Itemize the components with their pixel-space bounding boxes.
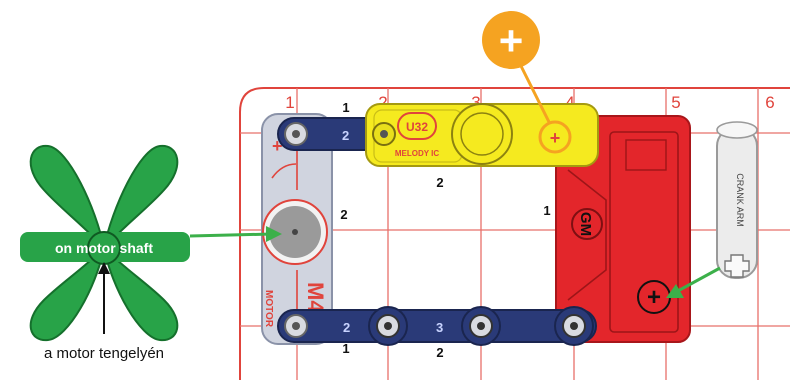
gm-plus-sign: + [647,284,661,311]
motor-sub-label: MOTOR [263,290,274,328]
melody-label: U32 [406,120,428,134]
stack-number-bottom-mid: 2 [436,345,443,360]
gm-part: GM + [555,115,691,343]
board-border [239,87,790,380]
column-label-3: 3 [471,93,480,112]
melody-label-oval [397,112,437,140]
crank-plus-icon [724,254,750,278]
column-label-4: 4 [565,93,574,112]
stack-number-melody-bottom: 2 [436,175,443,190]
bottom-wire-number-left: 2 [343,320,350,335]
top-wire: 2 [277,117,389,151]
column-label-5: 5 [671,93,680,112]
crank-arm: CRANK ARM [716,121,758,279]
fan-caption: a motor tengelyén [44,345,164,362]
melody-plus-highlight [538,120,572,154]
fan-to-motor-arrowhead [266,226,282,242]
melody-ic: U32 MELODY IC + [365,103,599,167]
motor-m4: + MOTOR M4 [261,113,333,345]
stack-number-top-left: 1 [342,100,349,115]
column-label-6: 6 [765,93,774,112]
plus-badge-sign: + [499,17,524,64]
melody-plus-sign: + [550,128,561,148]
bottom-wire-number-mid: 3 [436,320,443,335]
crank-to-gm-arrow [675,266,721,294]
stack-number-right-side: 1 [543,203,550,218]
motor-rotation-arrow-icon [271,163,297,179]
fan-to-motor-arrow [189,232,273,238]
bottom-wire: 2 3 [277,306,597,346]
crank-label: CRANK ARM [735,173,745,227]
plus-badge: + [482,11,540,69]
gm-label: GM [577,212,594,236]
top-wire-number: 2 [342,128,349,143]
stack-number-left-side: 2 [340,207,347,222]
column-label-1: 1 [285,93,294,112]
fan-text: on motor shaft [55,240,153,256]
motor-plus-sign: + [272,136,283,156]
motor-label: M4 [303,282,328,313]
snap-pins [284,122,586,338]
fan-blade: on motor shaft [20,144,190,342]
melody-sub-label: MELODY IC [395,149,440,158]
column-label-2: 2 [378,93,387,112]
stack-number-bottom-left: 1 [342,341,349,356]
